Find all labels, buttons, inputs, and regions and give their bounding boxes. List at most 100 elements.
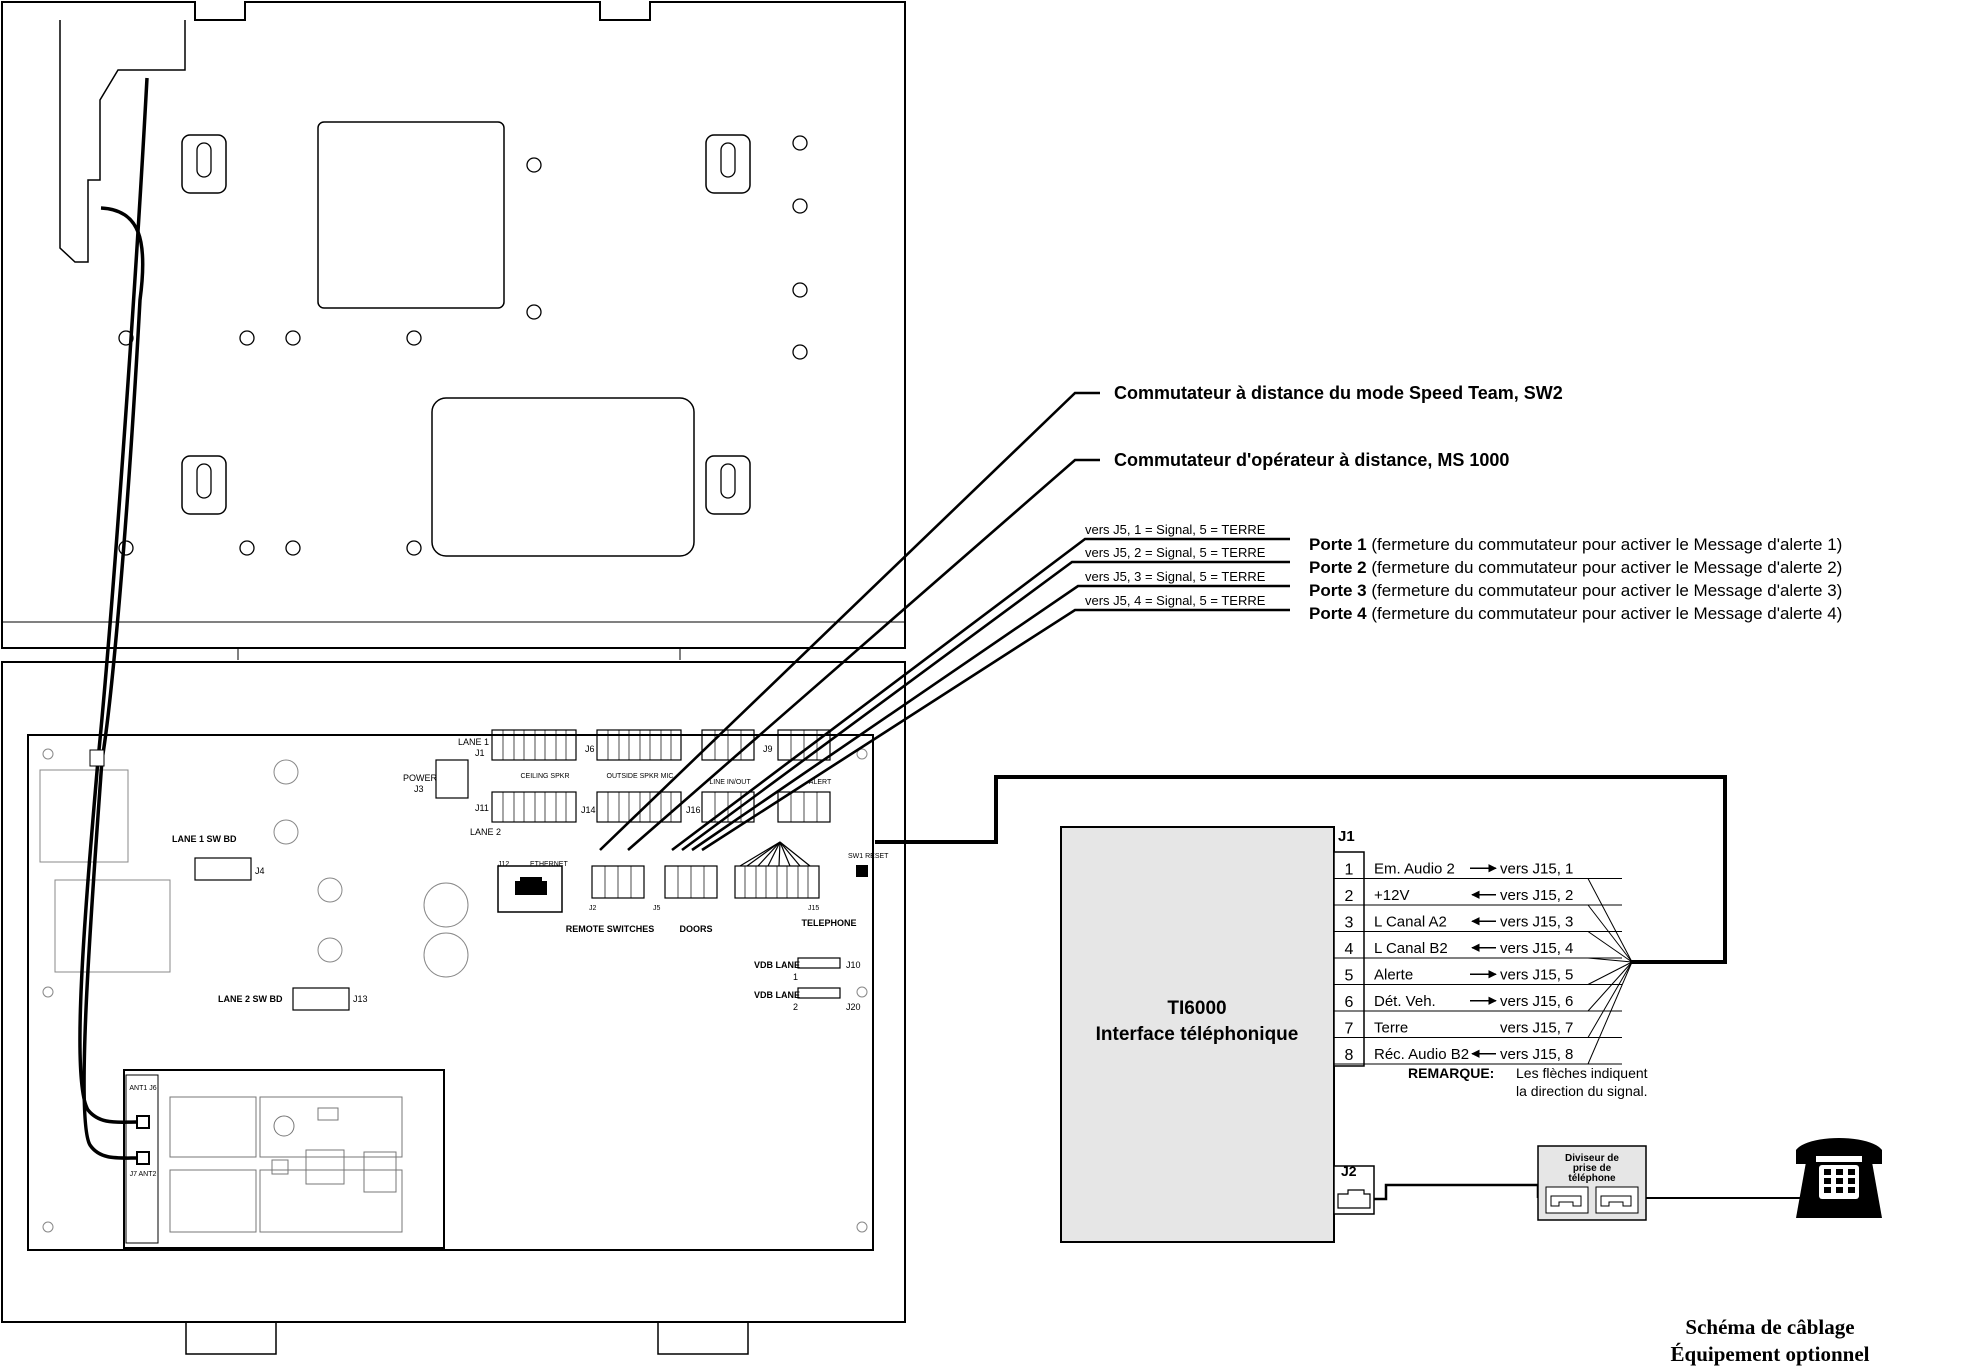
pin-target: vers J15, 3 [1500,913,1573,930]
pin-target: vers J15, 1 [1500,860,1573,877]
lane1-label: LANE 1 [458,737,489,747]
svg-text:2: 2 [793,1002,798,1012]
vers-label-2: vers J5, 2 = Signal, 5 = TERRE [1085,545,1266,560]
reset-switch [856,865,868,877]
pin-number: 2 [1345,888,1354,905]
line-inout-label: LINE IN/OUT [709,779,751,786]
pin-number: 6 [1345,994,1354,1011]
pin-target: vers J15, 4 [1500,940,1573,957]
remark-label: REMARQUE: [1408,1065,1494,1081]
telephone-icon [1796,1138,1882,1218]
pin-number: 5 [1345,967,1354,984]
main-board [27,734,874,1251]
porte-4-text: Porte 4 (fermeture du commutateur pour a… [1309,604,1842,623]
j5-label: J5 [653,905,661,912]
phone-splitter: Diviseur de prise de téléphone [1537,1145,1647,1221]
antenna-cable [78,77,149,1160]
j15-label: J15 [808,905,819,912]
pin-target: vers J15, 8 [1500,1046,1573,1063]
j6-label: J6 [585,744,595,754]
pin-fan-wire [1587,957,1633,963]
pin-fan-wire [1587,961,1633,1012]
operator-callout: Commutateur d'opérateur à distance, MS 1… [1114,450,1509,470]
callout-wires [599,391,1290,852]
j9-label: J9 [763,744,773,754]
interface-subtitle: Interface téléphonique [1096,1024,1299,1045]
pin-name: L Canal A2 [1374,913,1447,930]
remark-line2: la direction du signal. [1516,1083,1648,1099]
j11-label: J11 [475,803,489,813]
j10-label: J10 [846,960,861,970]
speed-team-callout: Commutateur à distance du mode Speed Tea… [1114,383,1563,403]
pin-number: 4 [1345,941,1354,958]
interface-j2-label: J2 [1341,1163,1357,1179]
porte-1-text: Porte 1 (fermeture du commutateur pour a… [1309,535,1842,554]
j1-label: J1 [475,748,485,758]
j12-label: J12 [498,861,509,868]
outside-label: OUTSIDE SPKR MIC [607,773,674,780]
pin-name: Alerte [1374,966,1413,983]
svg-text:Diviseur de: Diviseur de [1565,1153,1619,1164]
door-window-upper [317,121,505,309]
pin-name: Dét. Veh. [1374,993,1436,1010]
svg-text:téléphone: téléphone [1568,1173,1616,1184]
lane2-sw-label: LANE 2 SW BD [218,994,283,1004]
pin-name: Terre [1374,1019,1408,1036]
ant2-connector [136,1151,150,1165]
ethernet-port [497,865,563,913]
pin-fan-wire [1587,961,1633,1065]
remark-line1: Les flèches indiquent [1516,1065,1648,1081]
pin-name: Em. Audio 2 [1374,860,1455,877]
lane1-sw-label: LANE 1 SW BD [172,834,237,844]
ant1-connector [136,1115,150,1129]
pin-target: vers J15, 6 [1500,993,1573,1010]
keyhole-slot [181,134,227,194]
keyhole-slot [705,455,751,515]
pin-number: 3 [1345,914,1354,931]
cabinet-door [1,1,906,660]
footer-subtitle: Équipement optionnel [1671,1342,1870,1366]
doors-label: DOORS [679,924,712,934]
remote-switches-label: REMOTE SWITCHES [566,924,655,934]
phone-line [1374,1183,1540,1201]
vdb-lane1-label: VDB LANE [754,960,800,970]
ethernet-label: ETHERNET [530,861,568,868]
j2-label: J2 [589,905,597,912]
vers-label-3: vers J5, 3 = Signal, 5 = TERRE [1085,569,1266,584]
pin-target: vers J15, 2 [1500,887,1573,904]
door-window-lower [431,397,695,557]
cabinet-body: ANT1 J6 J7 ANT2 [1,661,906,1355]
pin-fan-wire [1587,878,1633,963]
pin-name: Réc. Audio B2 [1374,1046,1469,1063]
pin-target: vers J15, 5 [1500,966,1573,983]
vdb-lane2-label: VDB LANE [754,990,800,1000]
mounting-holes [118,135,808,556]
svg-text:1: 1 [793,972,798,982]
footer-title: Schéma de câblage [1685,1315,1854,1339]
svg-text:prise de: prise de [1573,1163,1612,1174]
pin-number: 1 [1345,861,1354,878]
j4-label: J4 [255,866,265,876]
ant1-label: ANT1 J6 [129,1085,156,1092]
power-label: POWER [403,773,438,783]
pin-fan-wire [1587,904,1633,963]
alert-label: ALERT [809,779,832,786]
terminal-blocks [194,729,841,1011]
keyhole-slot [705,134,751,194]
porte-2-text: Porte 2 (fermeture du commutateur pour a… [1309,558,1842,577]
pin-number: 8 [1345,1047,1354,1064]
interface-j1-label: J1 [1338,828,1355,845]
keyhole-slot [181,455,227,515]
interface-box [1060,826,1335,1243]
pin-name: +12V [1374,887,1409,904]
j16-label: J16 [686,805,701,815]
pin-fan-wire [1587,931,1633,963]
j13-label: J13 [353,994,368,1004]
ceiling-label: CEILING SPKR [520,773,569,780]
j15-fan-wires [739,841,811,867]
pin-target: vers J15, 7 [1500,1019,1573,1036]
j14-label: J14 [581,805,596,815]
sw-reset-label: SW1 RESET [848,853,889,860]
